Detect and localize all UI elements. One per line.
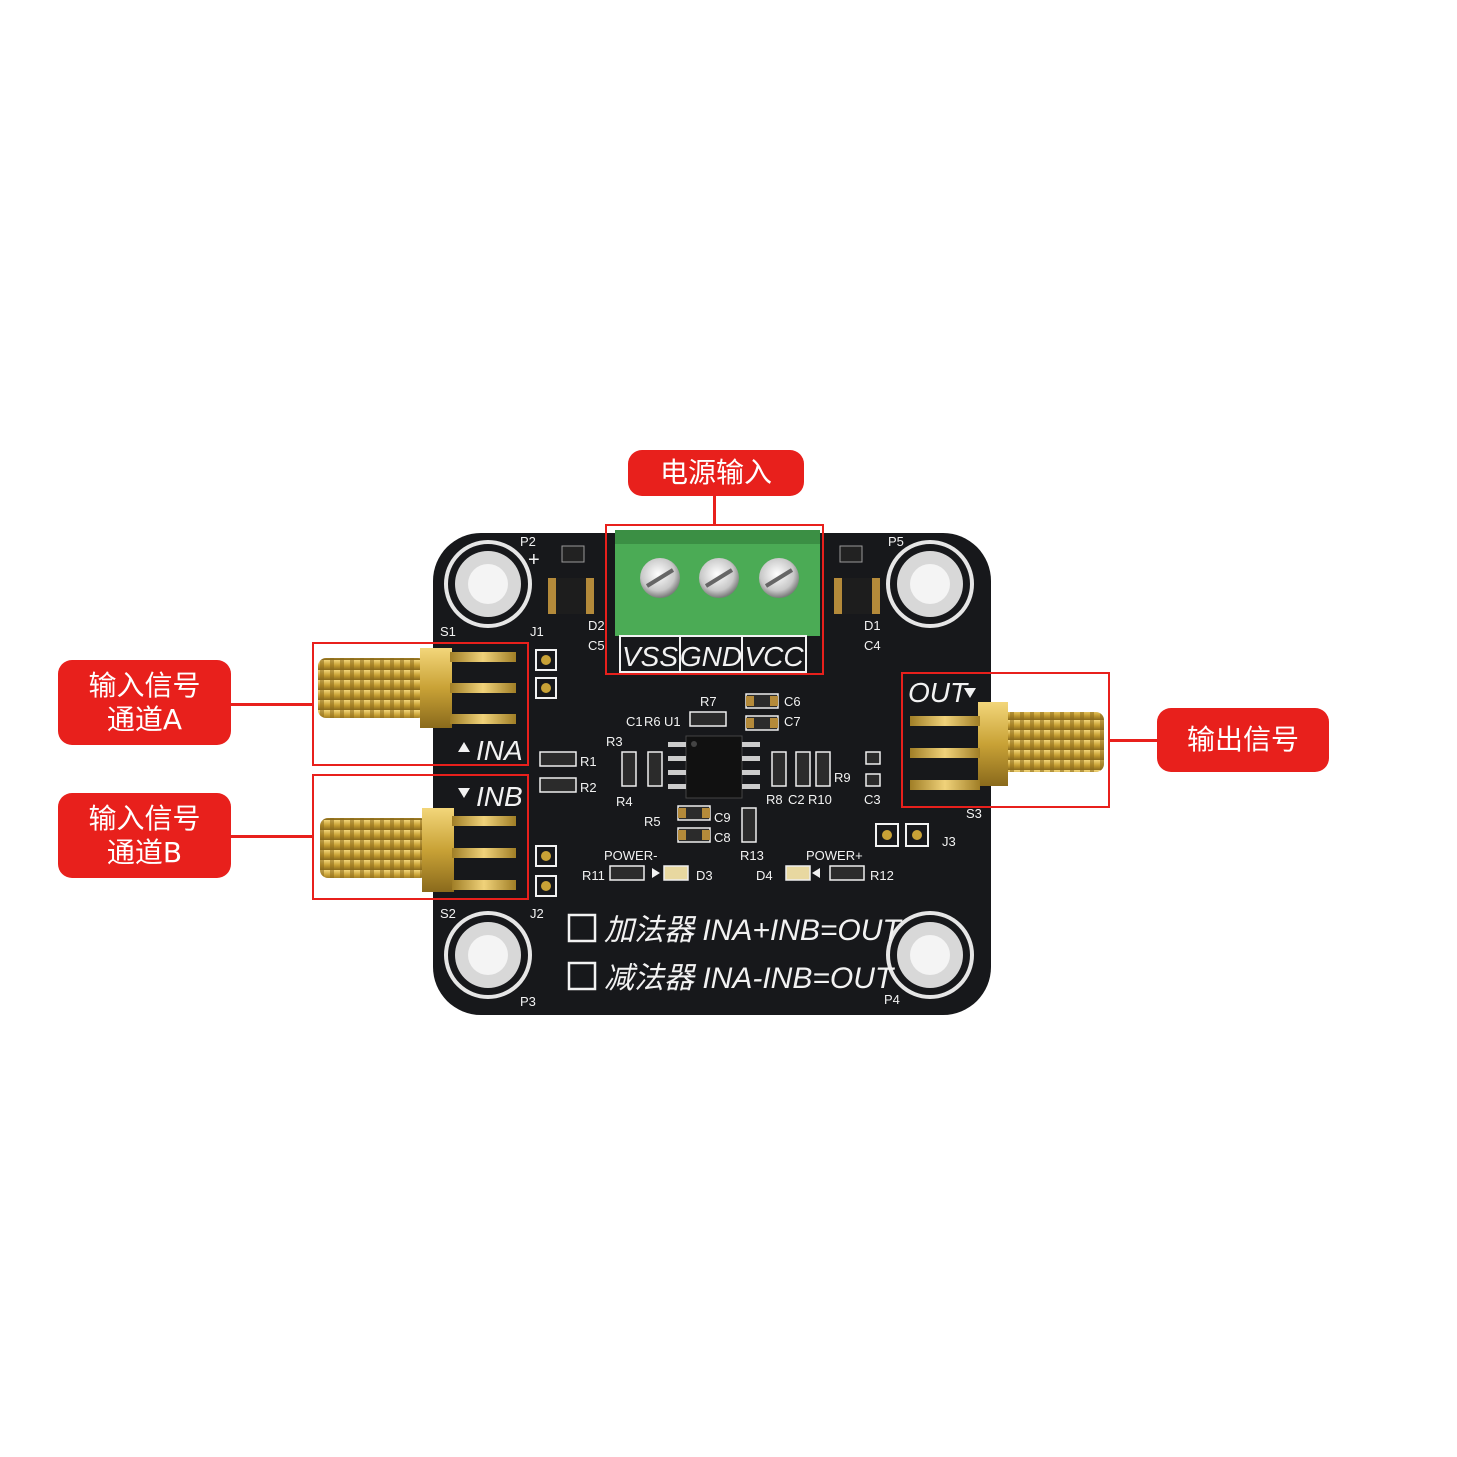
ref-label: J3 <box>942 834 956 849</box>
ref-label: R5 <box>644 814 661 829</box>
ref-label: R4 <box>616 794 633 809</box>
ref-label: R6 <box>644 714 661 729</box>
ref-label: J1 <box>530 624 544 639</box>
sma-connector-b <box>320 808 516 892</box>
ref-label: D3 <box>696 868 713 883</box>
silkscreen-power-minus: POWER- <box>604 848 657 863</box>
callout-output: 输出信号 <box>1157 708 1329 772</box>
port-label-ina: INA <box>476 735 523 766</box>
ref-label: D2 <box>588 618 605 633</box>
ref-label: C3 <box>864 792 881 807</box>
ref-label: R9 <box>834 770 851 785</box>
connector-line-input-b <box>231 835 312 838</box>
ref-label: R11 <box>582 868 605 883</box>
callout-input-b-line1: 输入信号 <box>88 801 201 835</box>
ref-label: U1 <box>664 714 681 729</box>
svg-text:+: + <box>528 549 540 571</box>
ref-label: C6 <box>784 694 801 709</box>
ref-label: R13 <box>740 848 764 863</box>
ref-label: S2 <box>440 906 456 921</box>
mounting-hole-tl <box>444 540 532 628</box>
mounting-hole-br <box>886 911 974 999</box>
ref-label: R2 <box>580 780 597 795</box>
silkscreen-power-plus: POWER+ <box>806 848 863 863</box>
ref-label: R3 <box>606 734 623 749</box>
ref-label: C4 <box>864 638 881 653</box>
terminal-label-vcc: VCC <box>744 641 804 672</box>
ref-label: C1 <box>626 714 643 729</box>
callout-input-a-line1: 输入信号 <box>88 668 201 702</box>
ref-label: R10 <box>808 792 832 807</box>
connector-line-input-a <box>231 703 312 706</box>
ic-chip <box>668 735 760 799</box>
callout-input-a-line2: 通道A <box>106 702 183 736</box>
highlight-input-b <box>312 774 529 900</box>
ref-label: R8 <box>766 792 783 807</box>
mounting-hole-tr <box>886 540 974 628</box>
ref-label: P4 <box>884 992 900 1007</box>
ref-label: C9 <box>714 810 731 825</box>
terminal-label-vss: VSS <box>622 641 678 672</box>
ref-label: R1 <box>580 754 597 769</box>
silkscreen-adder: 加法器 INA+INB=OUT <box>604 914 903 947</box>
sma-connector-a <box>318 648 516 728</box>
ref-label: J2 <box>530 906 544 921</box>
silkscreen-subtractor: 减法器 INA-INB=OUT <box>604 962 896 995</box>
callout-power-input: 电源输入 <box>628 450 804 496</box>
ref-label: C8 <box>714 830 731 845</box>
ref-label: P2 <box>520 534 536 549</box>
ref-label: S3 <box>966 806 982 821</box>
ref-label: C7 <box>784 714 801 729</box>
highlight-output <box>901 672 1110 808</box>
ref-label: D4 <box>756 868 773 883</box>
callout-power-input-text: 电源输入 <box>659 456 772 489</box>
terminal-label-gnd: GND <box>680 641 742 672</box>
ref-label: P3 <box>520 994 536 1009</box>
ref-label: R7 <box>700 694 717 709</box>
ref-label: C5 <box>588 638 605 653</box>
callout-input-b: 输入信号 通道B <box>58 793 231 878</box>
ref-label: S1 <box>440 624 456 639</box>
highlight-input-a <box>312 642 529 766</box>
terminal-block <box>615 530 820 636</box>
callout-input-b-line2: 通道B <box>106 835 183 869</box>
port-label-out: OUT <box>908 677 969 708</box>
port-label-inb: INB <box>476 781 523 812</box>
highlight-power-terminal <box>605 524 824 675</box>
connector-line-output <box>1110 739 1158 742</box>
callout-output-text: 输出信号 <box>1186 723 1299 756</box>
callout-input-a: 输入信号 通道A <box>58 660 231 745</box>
mounting-hole-bl <box>444 911 532 999</box>
connector-line-power <box>713 494 716 525</box>
sma-connector-out <box>910 702 1104 790</box>
ref-label: P5 <box>888 534 904 549</box>
ref-label: D1 <box>864 618 881 633</box>
ref-label: C2 <box>788 792 805 807</box>
ref-label: R12 <box>870 868 894 883</box>
